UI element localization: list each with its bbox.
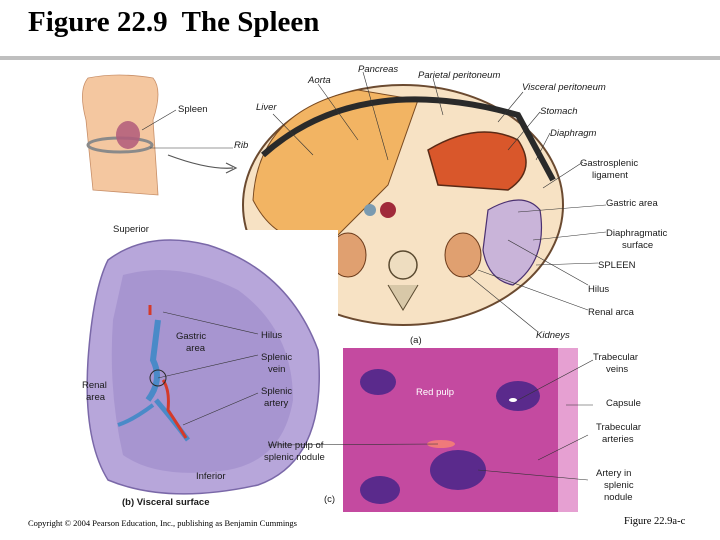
label-superior: Superior: [113, 224, 149, 235]
label-renal-area-b-2: area: [86, 392, 106, 403]
label-splenic-artery-1: Splenic: [261, 386, 293, 397]
label-trabecular-arteries-2: arteries: [602, 434, 634, 445]
label-artery-in-1: Artery in: [596, 468, 632, 479]
label-white-pulp-1: White pulp of: [268, 440, 324, 451]
label-rib: Rib: [234, 140, 249, 151]
title-divider: [0, 56, 720, 60]
copyright-notice: Copyright © 2004 Pearson Education, Inc.…: [28, 518, 297, 528]
label-gastrosplenic-2: ligament: [592, 170, 628, 181]
label-visceral-peritoneum: Visceral peritoneum: [522, 82, 606, 93]
label-trabecular-veins-2: veins: [606, 364, 629, 375]
label-diaphragmatic-2: surface: [622, 240, 654, 251]
label-red-pulp: Red pulp: [416, 387, 455, 398]
histology-panel: [343, 348, 578, 512]
label-trabecular-arteries-1: Trabecular: [596, 422, 642, 433]
label-renal-area-a: Renal arca: [588, 307, 634, 318]
label-artery-in-3: nodule: [604, 492, 633, 503]
leader-lines: [157, 71, 607, 481]
label-capsule: Capsule: [606, 398, 641, 409]
label-splenic-artery-2: artery: [264, 398, 289, 409]
label-splenic-vein-2: vein: [268, 364, 286, 375]
label-aorta: Aorta: [308, 75, 331, 86]
label-stomach: Stomach: [540, 106, 578, 117]
label-inferior: Inferior: [196, 471, 226, 482]
label-gastric-area-a: Gastric area: [606, 198, 658, 209]
torso-inset: [58, 70, 248, 210]
label-artery-in-2: splenic: [604, 480, 634, 491]
page-title: Figure 22.9 The Spleen: [28, 6, 320, 38]
label-panel-a: (a): [410, 335, 422, 346]
label-diaphragm: Diaphragm: [550, 128, 597, 139]
label-hilus-b: Hilus: [261, 330, 283, 341]
label-diaphragmatic-1: Diaphragmatic: [606, 228, 668, 239]
label-trabecular-veins-1: Trabecular: [593, 352, 639, 363]
label-gastrosplenic-1: Gastrosplenic: [580, 158, 639, 169]
spleen-illustration: [58, 60, 686, 512]
label-splenic-vein-1: Splenic: [261, 352, 293, 363]
label-renal-area-b-1: Renal: [82, 380, 107, 391]
figure-reference: Figure 22.9a-c: [624, 516, 686, 527]
label-hilus-a: Hilus: [588, 284, 610, 295]
label-spleen-small: Spleen: [178, 104, 208, 115]
label-spleen-caps: SPLEEN: [598, 260, 636, 271]
label-kidneys: Kidneys: [536, 330, 570, 341]
label-pancreas: Pancreas: [358, 64, 399, 75]
label-liver: Liver: [256, 102, 277, 113]
label-parietal-peritoneum: Parietal peritoneum: [418, 70, 501, 81]
label-gastric-area-b-2: area: [186, 343, 206, 354]
label-gastric-area-b-1: Gastric: [176, 331, 207, 342]
label-white-pulp-2: splenic nodule: [264, 452, 325, 463]
label-panel-b: (b) Visceral surface: [122, 497, 210, 508]
visceral-surface-panel: [86, 230, 338, 512]
label-panel-c: (c): [324, 494, 336, 505]
spleen-figure: Spleen Rib Pancreas Aorta Liver Parietal…: [58, 60, 686, 512]
